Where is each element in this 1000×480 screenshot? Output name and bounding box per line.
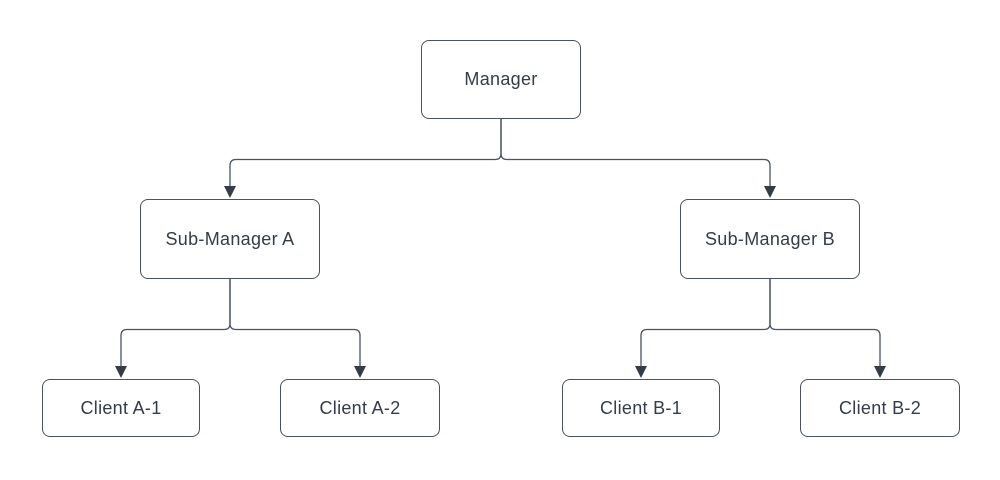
edge-sub-a-to-client-a2 <box>229 279 361 366</box>
edge-sub-b-to-client-b1 <box>640 279 771 366</box>
arrowhead-icon <box>115 366 127 378</box>
node-client-b2[interactable]: Client B-2 <box>800 379 960 437</box>
node-sub-a[interactable]: Sub-Manager A <box>140 199 320 279</box>
node-label-client-b2: Client B-2 <box>838 397 922 418</box>
node-client-b1[interactable]: Client B-1 <box>562 379 720 437</box>
arrowhead-icon <box>635 366 647 378</box>
node-label-manager: Manager <box>464 69 538 89</box>
node-label-client-b1: Client B-1 <box>599 397 683 418</box>
arrowhead-icon <box>874 366 886 378</box>
edge-manager-to-sub-a <box>229 119 502 186</box>
node-client-a2[interactable]: Client A-2 <box>280 379 440 437</box>
node-label-client-a1: Client A-1 <box>80 397 162 418</box>
node-client-a1[interactable]: Client A-1 <box>42 379 200 437</box>
edge-sub-a-to-client-a1 <box>120 279 231 366</box>
edge-manager-to-sub-b <box>500 119 771 186</box>
arrowhead-icon <box>224 186 236 198</box>
arrowhead-icon <box>354 366 366 378</box>
node-label-client-a2: Client A-2 <box>319 397 401 418</box>
node-sub-b[interactable]: Sub-Manager B <box>680 199 860 279</box>
edge-sub-b-to-client-b2 <box>769 279 881 366</box>
arrowhead-icon <box>764 186 776 198</box>
node-label-sub-b: Sub-Manager B <box>705 228 835 249</box>
node-label-sub-a: Sub-Manager A <box>165 228 295 249</box>
node-manager[interactable]: Manager <box>421 40 581 119</box>
